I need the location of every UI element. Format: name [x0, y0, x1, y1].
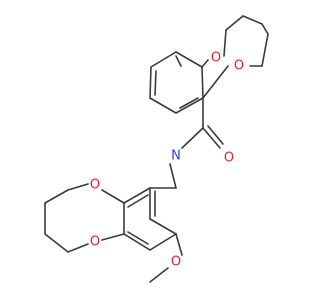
- atom-label-oxygen: O: [211, 51, 221, 66]
- bond: [175, 97, 204, 114]
- bond: [175, 51, 203, 68]
- bond: [149, 267, 169, 283]
- bond-layer: [44, 15, 269, 283]
- bond: [149, 233, 177, 251]
- bond: [202, 65, 229, 99]
- bond: [201, 66, 204, 99]
- bond: [179, 97, 199, 109]
- atom-label-oxygen: O: [224, 151, 234, 166]
- bond: [175, 233, 183, 256]
- bond: [242, 15, 263, 25]
- bond: [101, 233, 125, 241]
- atom-label-layer: O O O N O O O: [90, 51, 244, 270]
- atom-label-oxygen: O: [171, 255, 181, 270]
- bond: [149, 218, 177, 235]
- atom-label-nitrogen: N: [171, 149, 181, 164]
- bond: [223, 29, 227, 57]
- bond: [169, 163, 177, 189]
- bond: [261, 23, 269, 35]
- bond: [123, 233, 151, 251]
- bond: [150, 51, 177, 68]
- bond: [67, 243, 89, 253]
- atom-label-oxygen: O: [90, 178, 100, 193]
- bond: [181, 127, 204, 149]
- bond: [175, 55, 182, 67]
- bond: [44, 233, 69, 253]
- bond: [44, 189, 69, 204]
- bond: [149, 97, 177, 114]
- atom-label-oxygen: O: [90, 235, 100, 250]
- bond: [154, 70, 157, 96]
- bond: [225, 15, 244, 31]
- atom-label-oxygen: O: [234, 59, 244, 74]
- bond: [207, 125, 224, 145]
- bond: [101, 189, 125, 204]
- bond: [149, 66, 152, 99]
- bond: [127, 194, 149, 208]
- bond: [261, 33, 269, 67]
- bond: [202, 127, 221, 149]
- bond: [127, 231, 149, 245]
- bond: [123, 187, 151, 204]
- molecule-structure: O O O N O O O: [44, 15, 269, 283]
- bond: [67, 183, 89, 191]
- bond: [201, 59, 209, 68]
